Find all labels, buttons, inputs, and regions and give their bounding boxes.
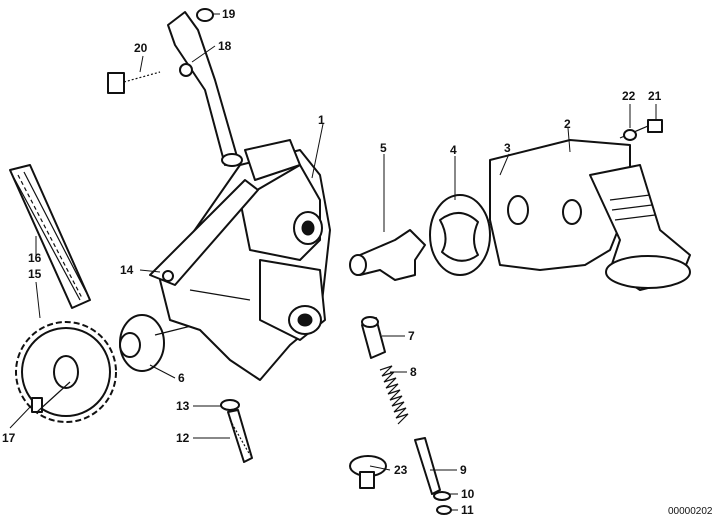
callout-22: 22 [622, 89, 636, 103]
callout-1: 1 [318, 113, 325, 127]
callout-13: 13 [176, 399, 190, 413]
pump-rotor [429, 194, 491, 276]
callout-23: 23 [394, 463, 408, 477]
bolt-washer [220, 399, 240, 411]
callout-20: 20 [134, 41, 148, 55]
spring-washer [433, 491, 451, 501]
callout-21: 21 [648, 89, 662, 103]
drive-hub [119, 314, 196, 372]
callout-2: 2 [564, 117, 571, 131]
callout-8: 8 [410, 365, 417, 379]
pickup-tube [167, 11, 243, 167]
valve-plug [349, 455, 387, 489]
circlip [436, 505, 452, 515]
callout-17: 17 [2, 431, 16, 445]
pump-cover [489, 139, 631, 271]
o-ring [196, 8, 214, 22]
callout-9: 9 [460, 463, 467, 477]
callout-16: 16 [28, 251, 42, 265]
reference-number: 00000202 [668, 506, 713, 517]
oil-strainer [589, 164, 691, 291]
callout-labels: 1 2 3 4 5 6 7 8 9 10 11 12 13 14 15 16 1… [2, 7, 662, 517]
callout-15: 15 [28, 267, 42, 281]
callout-18: 18 [218, 39, 232, 53]
bracket-bolt [107, 71, 161, 94]
oil-pump-housing [159, 139, 331, 381]
callout-4: 4 [450, 143, 457, 157]
callout-5: 5 [380, 141, 387, 155]
callout-10: 10 [461, 487, 475, 501]
relief-valve-piston [361, 316, 386, 359]
callout-6: 6 [178, 371, 185, 385]
leader-lines [9, 13, 657, 511]
callout-12: 12 [176, 431, 190, 445]
pump-bracket [149, 179, 259, 286]
callout-14: 14 [120, 263, 134, 277]
relief-valve-spring [379, 365, 409, 425]
timing-chain [9, 164, 91, 309]
callout-11: 11 [461, 503, 474, 517]
drive-shaft [349, 229, 426, 281]
pump-mounting-bolt [227, 409, 253, 463]
callout-3: 3 [504, 141, 511, 155]
cover-washer [623, 129, 637, 141]
callout-7: 7 [408, 329, 415, 343]
valve-pin [414, 437, 441, 495]
callout-19: 19 [222, 7, 236, 21]
